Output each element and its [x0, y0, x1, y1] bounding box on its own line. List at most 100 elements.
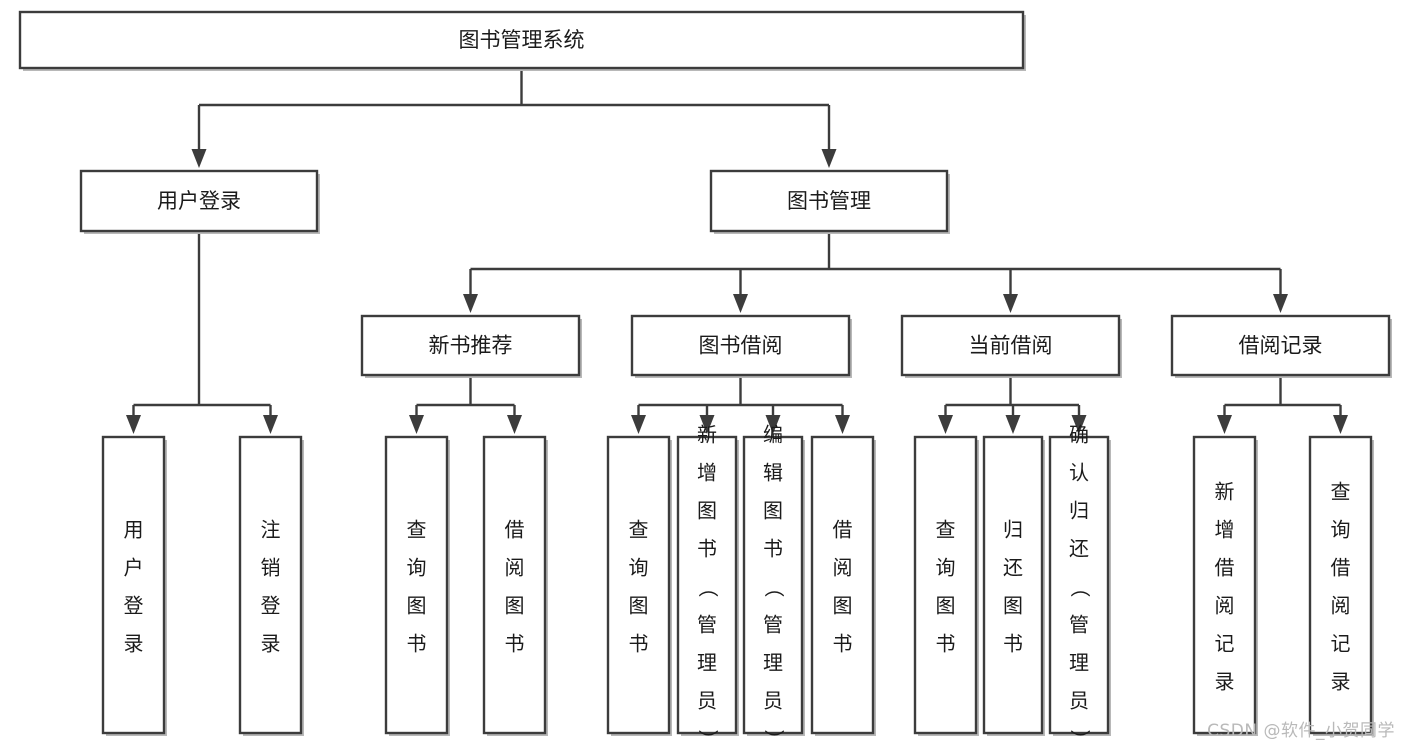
- leaf-label-char: 图: [407, 593, 427, 617]
- arrow-head: [1217, 415, 1232, 434]
- arrow-head: [507, 415, 522, 434]
- leaf-label-char: 询: [407, 555, 427, 579]
- leaf-label-char: 销: [261, 555, 281, 579]
- leaf-label-char: 还: [1003, 555, 1023, 579]
- leaf-label-char: 录: [261, 631, 281, 655]
- node-rect: [1308, 435, 1373, 735]
- arrow-head: [1273, 294, 1288, 313]
- leaf-label-char: 查: [407, 517, 427, 541]
- node-rect: [676, 435, 738, 735]
- leaf-label-char: 阅: [1215, 593, 1235, 617]
- arrow-head: [631, 415, 646, 434]
- node-current-borrow[interactable]: 当前借阅: [900, 314, 1122, 378]
- leaf-label-char: ）: [1068, 729, 1092, 747]
- node-rect: [18, 10, 1025, 70]
- leaf-label-char: 归: [1003, 517, 1023, 541]
- leaf-label-char: 询: [936, 555, 956, 579]
- node-leaf-user-login[interactable]: 用户登录: [101, 435, 167, 736]
- leaf-label-char: 图: [505, 593, 525, 617]
- leaf-label-char: 新: [1215, 479, 1235, 503]
- node-rect: [1048, 435, 1110, 735]
- leaf-label-char: 理: [1069, 650, 1089, 674]
- node-rect: [742, 435, 804, 735]
- leaf-label-char: ）: [762, 729, 786, 747]
- leaf-label-char: 记: [1331, 631, 1351, 655]
- arrow-head: [821, 149, 837, 168]
- leaf-label-char: 管: [1069, 612, 1089, 636]
- node-rect: [630, 314, 851, 377]
- leaf-label-char: 询: [1331, 517, 1351, 541]
- leaf-label-char: 管: [697, 612, 717, 636]
- leaf-label-char: 图: [833, 593, 853, 617]
- node-root[interactable]: 图书管理系统: [18, 10, 1026, 71]
- leaf-label-char: 增: [1215, 517, 1235, 541]
- connectors-layer: [126, 68, 1348, 434]
- leaf-label-char: 用: [124, 517, 144, 541]
- arrow-head: [263, 415, 278, 434]
- node-user-login[interactable]: 用户登录: [79, 169, 320, 234]
- leaf-label-char: 借: [1331, 555, 1351, 579]
- leaf-label-char: 书: [763, 536, 783, 560]
- arrow-head: [1003, 294, 1018, 313]
- leaf-label-char: 图: [1003, 593, 1023, 617]
- node-label: 图书管理系统: [459, 28, 585, 52]
- node-rect: [900, 314, 1121, 377]
- leaf-label-char: 借: [505, 517, 525, 541]
- arrow-head: [191, 149, 207, 168]
- node-book-borrow[interactable]: 图书借阅: [630, 314, 852, 378]
- leaf-label-char: 查: [629, 517, 649, 541]
- node-label: 新书推荐: [429, 334, 513, 358]
- leaf-label-char: 理: [697, 650, 717, 674]
- arrow-head: [699, 415, 715, 434]
- node-rect: [101, 435, 166, 735]
- node-label: 当前借阅: [969, 334, 1053, 358]
- leaf-label-char: 图: [936, 593, 956, 617]
- leaf-label-char: 书: [629, 631, 649, 655]
- leaf-label-char: 录: [1331, 669, 1351, 693]
- arrow-head: [126, 415, 141, 434]
- node-rect: [913, 435, 978, 735]
- leaf-label-char: 确: [1069, 422, 1089, 446]
- arrow-head: [835, 415, 850, 434]
- leaf-label-char: 户: [124, 555, 144, 579]
- node-rect: [1192, 435, 1257, 735]
- leaf-label-char: 注: [261, 517, 281, 541]
- leaf-label-char: 录: [124, 631, 144, 655]
- node-label: 图书借阅: [699, 334, 783, 358]
- node-label: 图书管理: [787, 189, 871, 213]
- leaf-label-char: 书: [407, 631, 427, 655]
- leaf-label-char: 阅: [833, 555, 853, 579]
- node-rect: [709, 169, 949, 233]
- leaf-label-char: 阅: [505, 555, 525, 579]
- arrow-head: [1333, 415, 1348, 434]
- node-new-book-recommend[interactable]: 新书推荐: [360, 314, 582, 378]
- node-book-management[interactable]: 图书管理: [709, 169, 950, 234]
- arrow-head: [733, 294, 748, 313]
- leaf-label-char: （: [1068, 577, 1092, 597]
- node-rect: [606, 435, 671, 735]
- leaf-label-char: 借: [833, 517, 853, 541]
- node-rect: [482, 435, 547, 735]
- leaf-label-char: 图: [763, 498, 783, 522]
- node-borrow-records[interactable]: 借阅记录: [1170, 314, 1392, 378]
- leaf-label-char: 书: [833, 631, 853, 655]
- leaf-label-char: 增: [697, 460, 717, 484]
- arrow-head: [765, 415, 781, 434]
- node-rect: [79, 169, 319, 233]
- arrow-head: [1005, 415, 1021, 434]
- leaf-label-char: 书: [505, 631, 525, 655]
